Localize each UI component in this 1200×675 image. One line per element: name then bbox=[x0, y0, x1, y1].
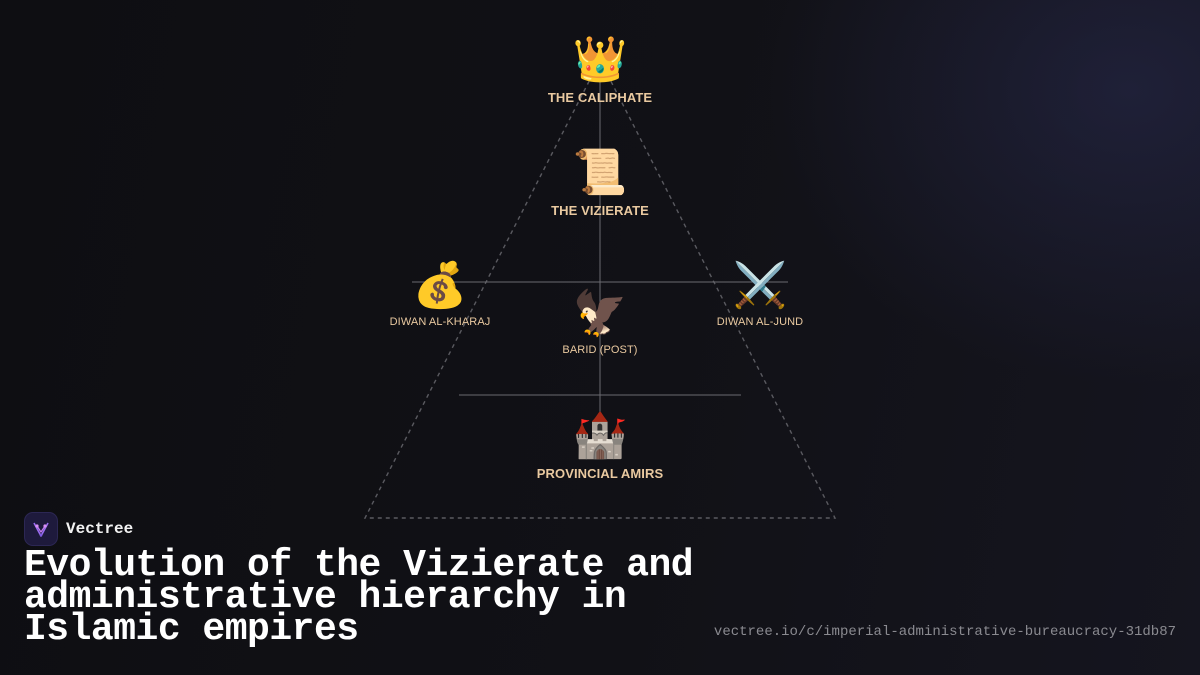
node-provincial-amirs: 🏰 PROVINCIAL AMIRS bbox=[536, 410, 664, 482]
provincial-amirs-label: PROVINCIAL AMIRS bbox=[536, 466, 664, 481]
brand-name: Vectree bbox=[66, 520, 134, 538]
brand[interactable]: Vectree bbox=[24, 512, 133, 546]
diwan-al-kharaj-label: DIWAN AL-KHARAJ bbox=[389, 316, 491, 328]
page-title: Evolution of the Vizierate and administr… bbox=[24, 544, 694, 651]
vectree-logo-icon bbox=[24, 512, 58, 546]
money-bag-icon: 💰 bbox=[412, 260, 468, 311]
crossed-swords-icon: ⚔️ bbox=[732, 260, 788, 311]
node-barid: 🦅 BARID (POST) bbox=[562, 288, 638, 357]
caliphate-label: THE CALIPHATE bbox=[547, 90, 653, 105]
castle-icon: 🏰 bbox=[572, 410, 628, 461]
pyramid-outline bbox=[363, 58, 837, 519]
vizierate-label: THE VIZIERATE bbox=[551, 203, 649, 218]
node-vizierate: 📜 THE VIZIERATE bbox=[551, 147, 649, 219]
node-diwan-al-kharaj: 💰 DIWAN AL-KHARAJ bbox=[389, 260, 491, 329]
barid-label: BARID (POST) bbox=[562, 344, 638, 356]
node-caliphate: 👑 THE CALIPHATE bbox=[547, 34, 653, 106]
eagle-icon: 🦅 bbox=[572, 288, 628, 339]
source-url[interactable]: vectree.io/c/imperial-administrative-bur… bbox=[713, 624, 1176, 640]
node-diwan-al-jund: ⚔️ DIWAN AL-JUND bbox=[716, 260, 804, 329]
scroll-icon: 📜 bbox=[572, 147, 628, 198]
diwan-al-jund-label: DIWAN AL-JUND bbox=[716, 316, 804, 328]
crown-icon: 👑 bbox=[572, 34, 628, 85]
